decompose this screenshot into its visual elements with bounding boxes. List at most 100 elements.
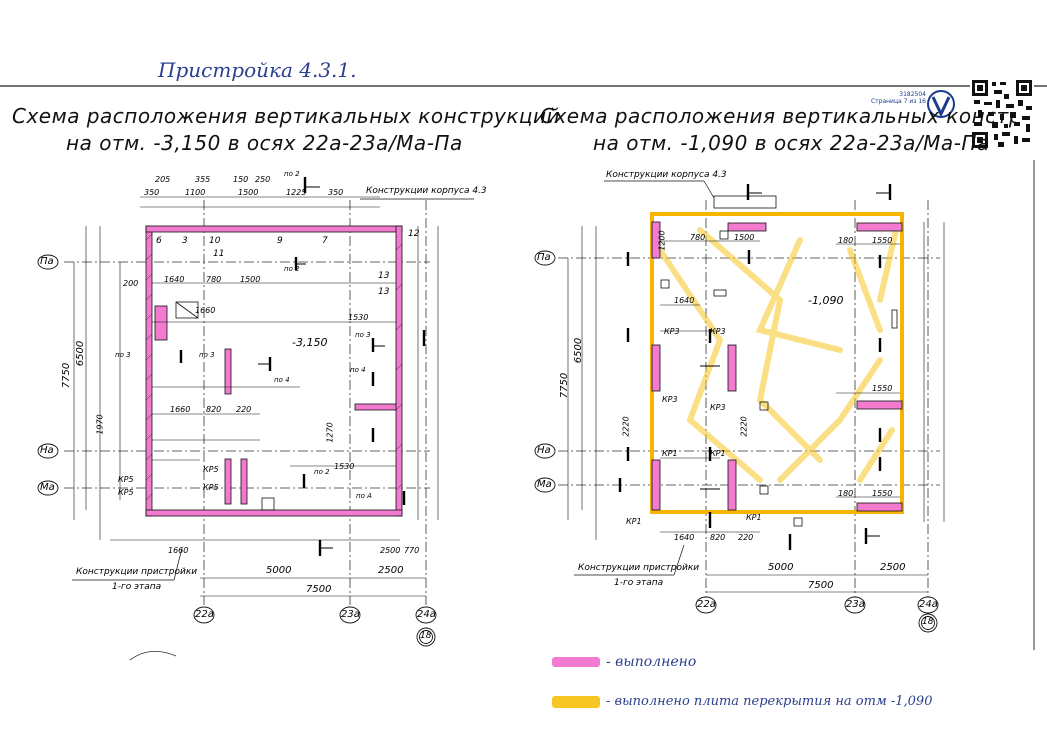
legend-swatch-pink — [552, 657, 600, 667]
right-kp: КР3 — [662, 395, 678, 404]
left-dim: 770 — [404, 546, 420, 555]
verified-badge-icon — [927, 90, 955, 118]
left-level-mark: -3,150 — [292, 336, 328, 349]
right-kp: КР1 — [746, 513, 762, 522]
left-section-label: по 3 — [115, 351, 131, 359]
right-annex-label-2: 1-го этапа — [614, 578, 664, 588]
right-dim: 1640 — [674, 533, 695, 542]
left-axis-22a: 22а — [195, 609, 214, 620]
left-section-label: по А — [356, 492, 372, 500]
left-dim-height-2: 6500 — [75, 340, 87, 367]
right-plan-title-1: Схема расположения вертикальных конструк… — [540, 104, 1047, 128]
left-dim: 1270 — [325, 422, 335, 443]
right-dim: 2220 — [621, 416, 631, 437]
legend-text-done: - выполнено — [606, 654, 697, 670]
left-dim: 1530 — [334, 462, 355, 471]
left-dim: 1530 — [348, 313, 369, 322]
right-dim: 2220 — [739, 416, 749, 437]
right-kp: КР3 — [710, 403, 726, 412]
right-axis-pa: Па — [537, 252, 551, 263]
legend-text-slab-done: - выполнено плита перекрытия на отм -1,0… — [606, 694, 933, 709]
left-top-dim: 250 — [255, 175, 271, 184]
left-kp: КР5 — [118, 488, 134, 497]
right-dim: 180 — [838, 236, 854, 245]
left-dim: 200 — [123, 279, 139, 288]
right-kp: КР3 — [710, 327, 726, 336]
right-kp: КР1 — [662, 449, 678, 458]
left-mark: 13 — [378, 287, 390, 297]
left-axis-24a: 24а — [417, 609, 436, 620]
left-section-label: по 4 — [350, 366, 366, 374]
right-dim: 180 — [838, 489, 854, 498]
left-dim: 220 — [236, 405, 252, 414]
left-axis-pa: Па — [40, 256, 54, 267]
left-mark: 11 — [213, 249, 225, 259]
left-dim: 2500 — [380, 546, 401, 555]
left-section-label: по 2 — [284, 265, 300, 273]
right-dim: 780 — [690, 233, 706, 242]
left-annex-label-2: 1-го этапа — [112, 582, 162, 592]
left-mark: 10 — [209, 236, 221, 246]
right-dim: 1550 — [872, 236, 893, 245]
qr-code — [970, 78, 1034, 150]
right-dim: 220 — [738, 533, 754, 542]
left-top-dim: 350 — [328, 188, 344, 197]
right-dim-total: 7500 — [808, 580, 834, 591]
left-top-dim: 1100 — [185, 188, 206, 197]
left-sheet-ref: 18 — [420, 631, 432, 641]
right-sheet-ref: 18 — [922, 617, 934, 627]
right-dim: 1500 — [734, 233, 755, 242]
right-dim: 1550 — [872, 384, 893, 393]
left-dim: 1660 — [195, 306, 216, 315]
left-section-label: по 2 — [314, 468, 330, 476]
left-dim-right: 2500 — [378, 565, 404, 576]
left-section-label: по 3 — [199, 351, 215, 359]
left-top-dim: 350 — [144, 188, 160, 197]
stamp-doc-id: 3182504 Страница 7 из 16 — [858, 91, 926, 105]
right-annex-label-1: Конструкции пристройки — [578, 563, 700, 573]
left-axis-23a: 23а — [341, 609, 360, 620]
right-axis-23a: 23а — [846, 599, 865, 610]
left-dim: 780 — [206, 275, 222, 284]
left-annex-label-1: Конструкции пристройки — [76, 567, 198, 577]
left-dim: 1500 — [240, 275, 261, 284]
left-top-dim: 205 — [155, 175, 171, 184]
right-dim-left: 5000 — [768, 562, 794, 573]
left-dim: 1660 — [170, 405, 191, 414]
left-corpus-label: Конструкции корпуса 4.3 — [366, 186, 487, 196]
left-top-dim: 355 — [195, 175, 211, 184]
right-level-mark: -1,090 — [808, 294, 844, 307]
right-kp: КР3 — [664, 327, 680, 336]
left-kp: КР5 — [203, 483, 219, 492]
left-mark: 12 — [408, 229, 420, 239]
left-dim: 1660 — [168, 546, 189, 555]
right-kp: КР1 — [626, 517, 642, 526]
right-dim: 1550 — [872, 489, 893, 498]
left-top-dim: 150 — [233, 175, 249, 184]
right-axis-22a: 22а — [697, 599, 716, 610]
right-dim: 1640 — [674, 296, 695, 305]
left-top-dim: 1500 — [238, 188, 259, 197]
left-top-dim: 1225 — [286, 188, 307, 197]
left-kp: КР5 — [118, 475, 134, 484]
stamp-page: Страница 7 из 16 — [870, 98, 926, 105]
left-mark: 6 — [156, 236, 162, 246]
left-mark: 9 — [277, 236, 283, 246]
header-note: Пристройка 4.3.1. — [158, 58, 357, 82]
left-dim-total: 7500 — [306, 584, 332, 595]
left-mark: 13 — [378, 271, 390, 281]
left-plan-title-1: Схема расположения вертикальных конструк… — [12, 104, 561, 128]
right-plan — [534, 180, 945, 633]
left-mark: 3 — [182, 236, 188, 246]
left-section-label: по 3 — [355, 331, 371, 339]
left-dim-height-1: 7750 — [61, 362, 73, 389]
right-axis-24a: 24а — [919, 599, 938, 610]
left-dim-left: 5000 — [266, 565, 292, 576]
legend-swatch-yellow — [552, 696, 600, 708]
right-dim: 1200 — [657, 230, 667, 251]
right-dim-right: 2500 — [880, 562, 906, 573]
left-mark: 7 — [322, 236, 328, 246]
left-section-label: по 4 — [274, 376, 290, 384]
left-plan-title-2: на отм. -3,150 в осях 22а-23а/Ма-Па — [66, 131, 463, 155]
